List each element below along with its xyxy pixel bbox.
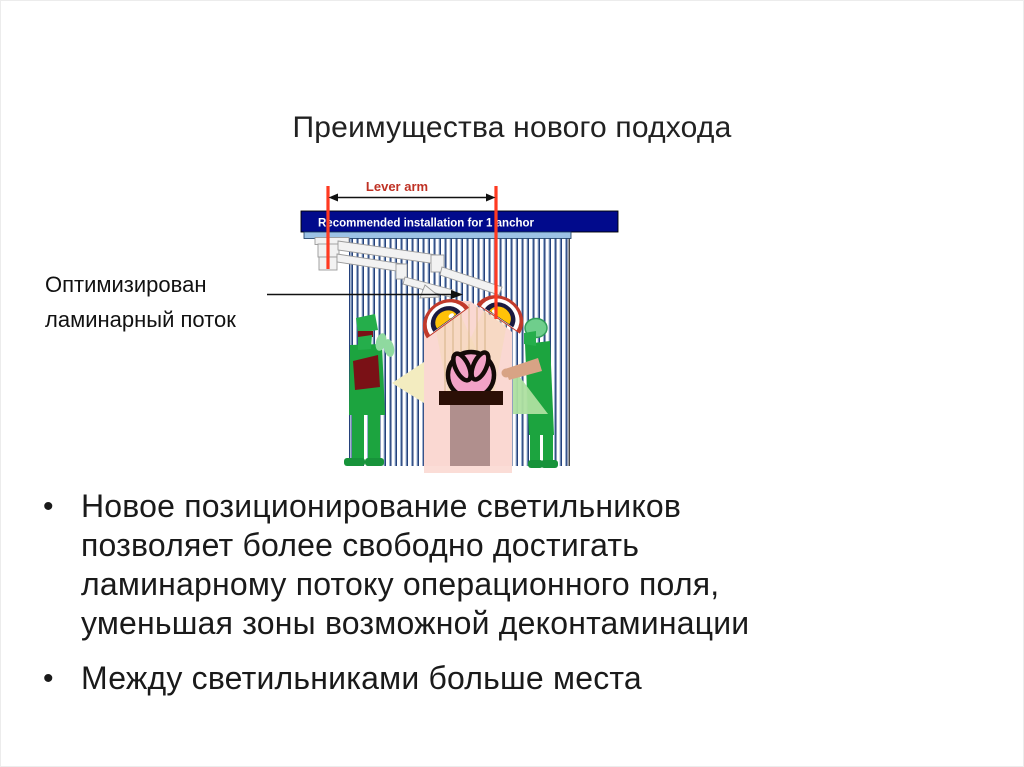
bullet-list: • Новое позиционирование светильников по…: [37, 487, 997, 698]
lever-arm-dimension: Lever arm: [328, 179, 496, 202]
bullet-1-line-3: ламинарному потоку операционного поля,: [81, 566, 720, 602]
ceiling-strip: [303, 231, 572, 239]
operating-room-diagram: Recommended installation for 1 anchor: [267, 179, 619, 473]
surgical-lamp-left: [422, 299, 469, 339]
bullet-1-line-4: уменьшая зоны возможной деконтаминации: [81, 605, 750, 641]
surgeon-left-hand: [375, 333, 387, 351]
bullet-text: Между светильниками больше места: [81, 659, 997, 698]
laminar-flow-label-line1: Оптимизирован: [45, 272, 207, 297]
label-leader-arrow: [267, 290, 463, 299]
patient: [445, 349, 497, 401]
bullet-item-1: • Новое позиционирование светильников по…: [37, 487, 997, 643]
bullet-1-line-1: Новое позиционирование светильников: [81, 488, 682, 524]
surgeon-right-mask: [524, 331, 536, 346]
surgeon-left: [344, 314, 395, 466]
slide-title: Преимущества нового подхода: [292, 111, 732, 144]
bullet-1-line-2: позволяет более свободно достигать: [81, 527, 640, 563]
surgeon-right-apron: [513, 368, 548, 414]
surgeon-left-eyes: [358, 331, 373, 337]
bullet-marker: •: [43, 490, 54, 523]
suspension-arm: [314, 237, 503, 299]
surgeon-right-arm: [505, 358, 542, 380]
surgeon-right: [501, 317, 558, 468]
surgeon-left-hand: [383, 339, 395, 357]
bullet-2-line-1: Между светильниками больше места: [81, 660, 642, 696]
surgeon-left-cap: [356, 314, 378, 333]
surgeon-left-mask: [358, 335, 372, 350]
lever-arm-label: Lever arm: [366, 179, 428, 194]
laminar-flow-label-line2: ламинарный поток: [45, 307, 236, 332]
operating-table: [439, 391, 503, 466]
bullet-marker: •: [43, 662, 54, 695]
installation-banner: Recommended installation for 1 anchor: [300, 210, 619, 233]
surgical-lamp-right: [476, 295, 524, 334]
installation-banner-text: Recommended installation for 1 anchor: [318, 218, 535, 230]
surgeon-right-hand: [501, 368, 511, 378]
light-cone-left: [392, 362, 424, 403]
surgeon-left-sleeves: [353, 355, 380, 390]
laminar-flow-label: Оптимизирован ламинарный поток: [45, 267, 236, 337]
bullet-text: Новое позиционирование светильников позв…: [81, 487, 997, 643]
bullet-item-2: • Между светильниками больше места: [37, 659, 997, 698]
